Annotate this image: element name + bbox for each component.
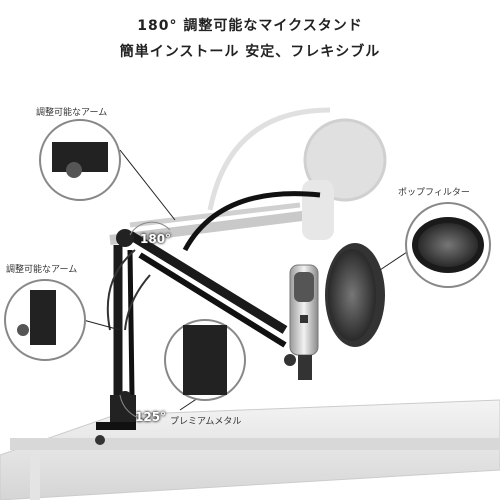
callout-arm-top <box>39 119 176 221</box>
callout-premium-metal <box>164 319 246 411</box>
desk <box>0 399 500 500</box>
angle-arm-rotation: 180° <box>140 232 172 246</box>
label-pop-filter: ポップフィルター <box>398 188 470 198</box>
headline-line-2: 簡単インストール 安定、フレキシブル <box>119 44 381 60</box>
boom-arm <box>95 229 288 445</box>
ghost-arm-position <box>109 107 387 245</box>
callout-pop-filter <box>379 202 491 288</box>
usb-microphone <box>284 264 319 380</box>
angle-arc-base <box>119 394 151 421</box>
angle-arc-arm <box>129 221 171 236</box>
headline-line-1: 180° 調整可能なマイクスタンド <box>137 18 363 34</box>
angle-base-rotation: 125° <box>135 410 167 424</box>
label-premium-metal: プレミアムメタル <box>170 417 242 427</box>
label-arm-top: 調整可能なアーム <box>36 108 108 118</box>
gooseneck <box>182 191 321 252</box>
callout-arm-left <box>4 279 121 361</box>
pop-filter <box>325 243 385 347</box>
label-arm-left: 調整可能なアーム <box>6 265 78 275</box>
